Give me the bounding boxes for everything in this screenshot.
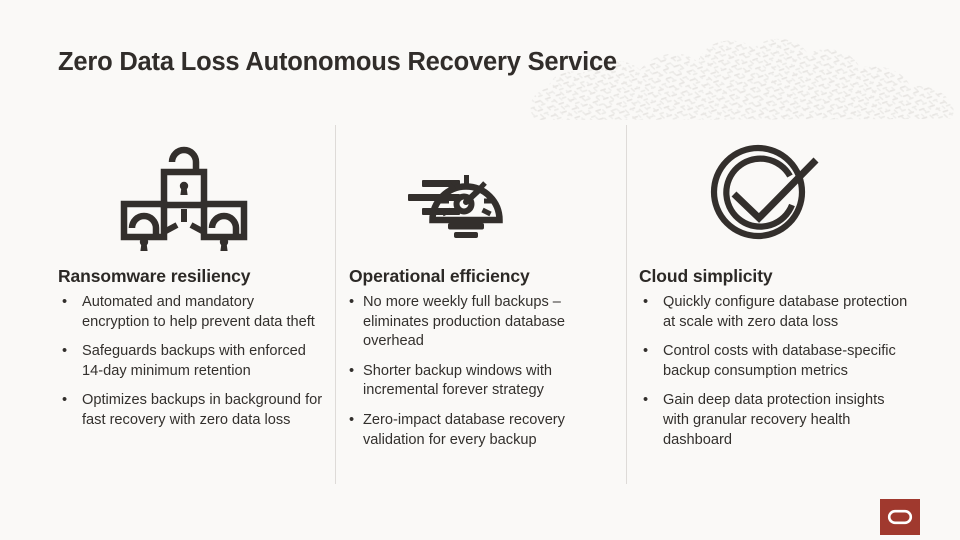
bullet-list: • Quickly configure database protection a… [639,293,911,450]
column-divider-2 [626,125,627,484]
bullet-marker: • [349,362,355,379]
bullet-list: • Automated and mandatory encryption to h… [58,293,324,431]
list-item-text: Control costs with database-specific bac… [663,343,896,379]
list-item: • Quickly configure database protection a… [639,293,911,332]
list-item: • Gain deep data protection insights with… [639,391,911,450]
list-item: • Shorter backup windows with incremental… [349,362,615,401]
column-heading: Operational efficiency [349,266,530,286]
list-item: • Zero-impact database recovery validatio… [349,411,615,450]
bullet-marker: • [643,343,649,360]
speedometer-gauge-icon [349,118,615,266]
list-item: • No more weekly full backups – eliminate… [349,293,615,352]
connected-padlocks-icon [58,118,324,266]
bullet-marker: • [349,294,355,310]
bullet-marker: • [643,294,649,310]
list-item-text: Quickly configure database protection at… [663,294,908,330]
bullet-marker: • [349,411,355,428]
list-item-text: Zero-impact database recovery validation… [363,411,565,448]
column-ransomware-resiliency: Ransomware resiliency • Automated and man… [58,118,324,431]
column-heading: Ransomware resiliency [58,266,251,286]
column-divider-1 [335,125,336,484]
page-title: Zero Data Loss Autonomous Recovery Servi… [58,48,617,76]
column-operational-efficiency: Operational efficiency • No more weekly f… [349,118,615,450]
list-item: • Control costs with database-specific ba… [639,342,911,381]
list-item-text: Safeguards backups with enforced 14-day … [82,343,306,379]
bullet-marker: • [62,294,68,310]
list-item: • Optimizes backups in background for fas… [58,391,324,430]
oracle-logo [880,499,920,535]
list-item-text: No more weekly full backups – eliminates… [363,294,566,350]
circled-checkmark-icon [639,118,911,266]
bullet-marker: • [62,343,68,360]
list-item-text: Shorter backup windows with incremental … [363,362,552,399]
column-cloud-simplicity: Cloud simplicity • Quickly configure data… [639,118,911,450]
list-item: • Automated and mandatory encryption to h… [58,293,324,332]
list-item-text: Optimizes backups in background for fast… [82,392,323,428]
oracle-logo-mark [887,509,913,525]
list-item-text: Gain deep data protection insights with … [663,392,885,448]
list-item: • Safeguards backups with enforced 14-day… [58,342,324,381]
bullet-list: • No more weekly full backups – eliminate… [349,293,615,450]
bullet-marker: • [643,392,649,409]
column-heading: Cloud simplicity [639,266,773,286]
list-item-text: Automated and mandatory encryption to he… [82,294,315,330]
bullet-marker: • [62,392,68,409]
